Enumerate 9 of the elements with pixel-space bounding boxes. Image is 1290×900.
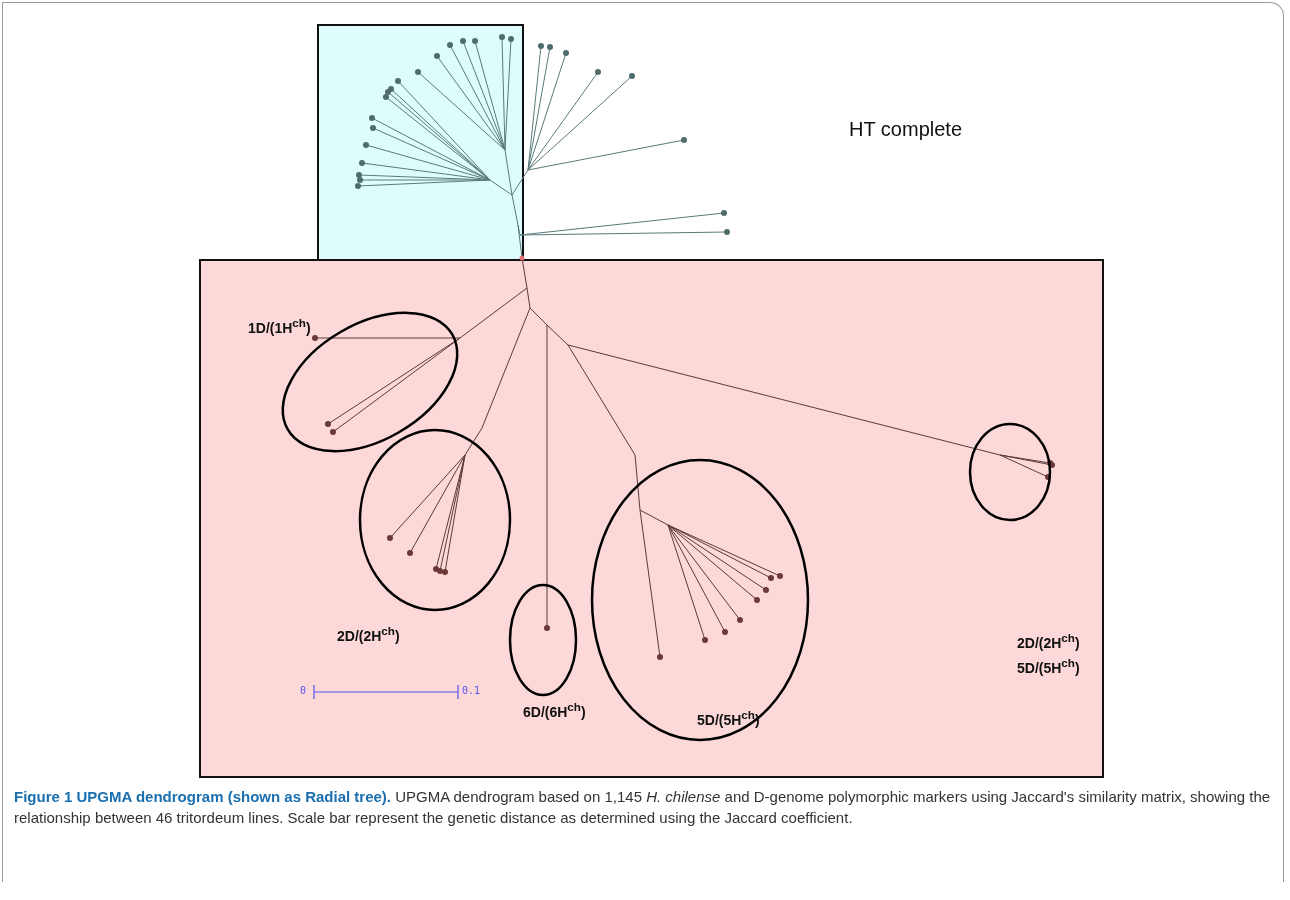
cluster-label: 6D/(6H$^{ch}$) bbox=[523, 700, 586, 720]
cluster-label: 1D/(1H$^{ch}$) bbox=[248, 316, 311, 336]
scale-value: 0 bbox=[300, 685, 307, 696]
scale-value: 0.1 bbox=[462, 685, 481, 696]
cluster-label: 2D/(2H$^{ch}$) 5D/(5H$^{ch}$) bbox=[1017, 630, 1081, 678]
cluster-label: 5D/(5H$^{ch}$) bbox=[697, 708, 760, 728]
cluster-label: 2D/(2H$^{ch}$) bbox=[337, 624, 400, 644]
heading: HT complete bbox=[849, 118, 962, 141]
figure-caption: Figure 1 UPGMA dendrogram (shown as Radial tree). UPGMA dendrogram based on 1,145 H. chilense and D-genome polymorphic markers using Jaccard's similarity matrix, showing the relationship between 46 tritordeum lines. Scale bar represent the genetic distance as determined using the Jaccard coefficient. bbox=[14, 787, 1272, 828]
